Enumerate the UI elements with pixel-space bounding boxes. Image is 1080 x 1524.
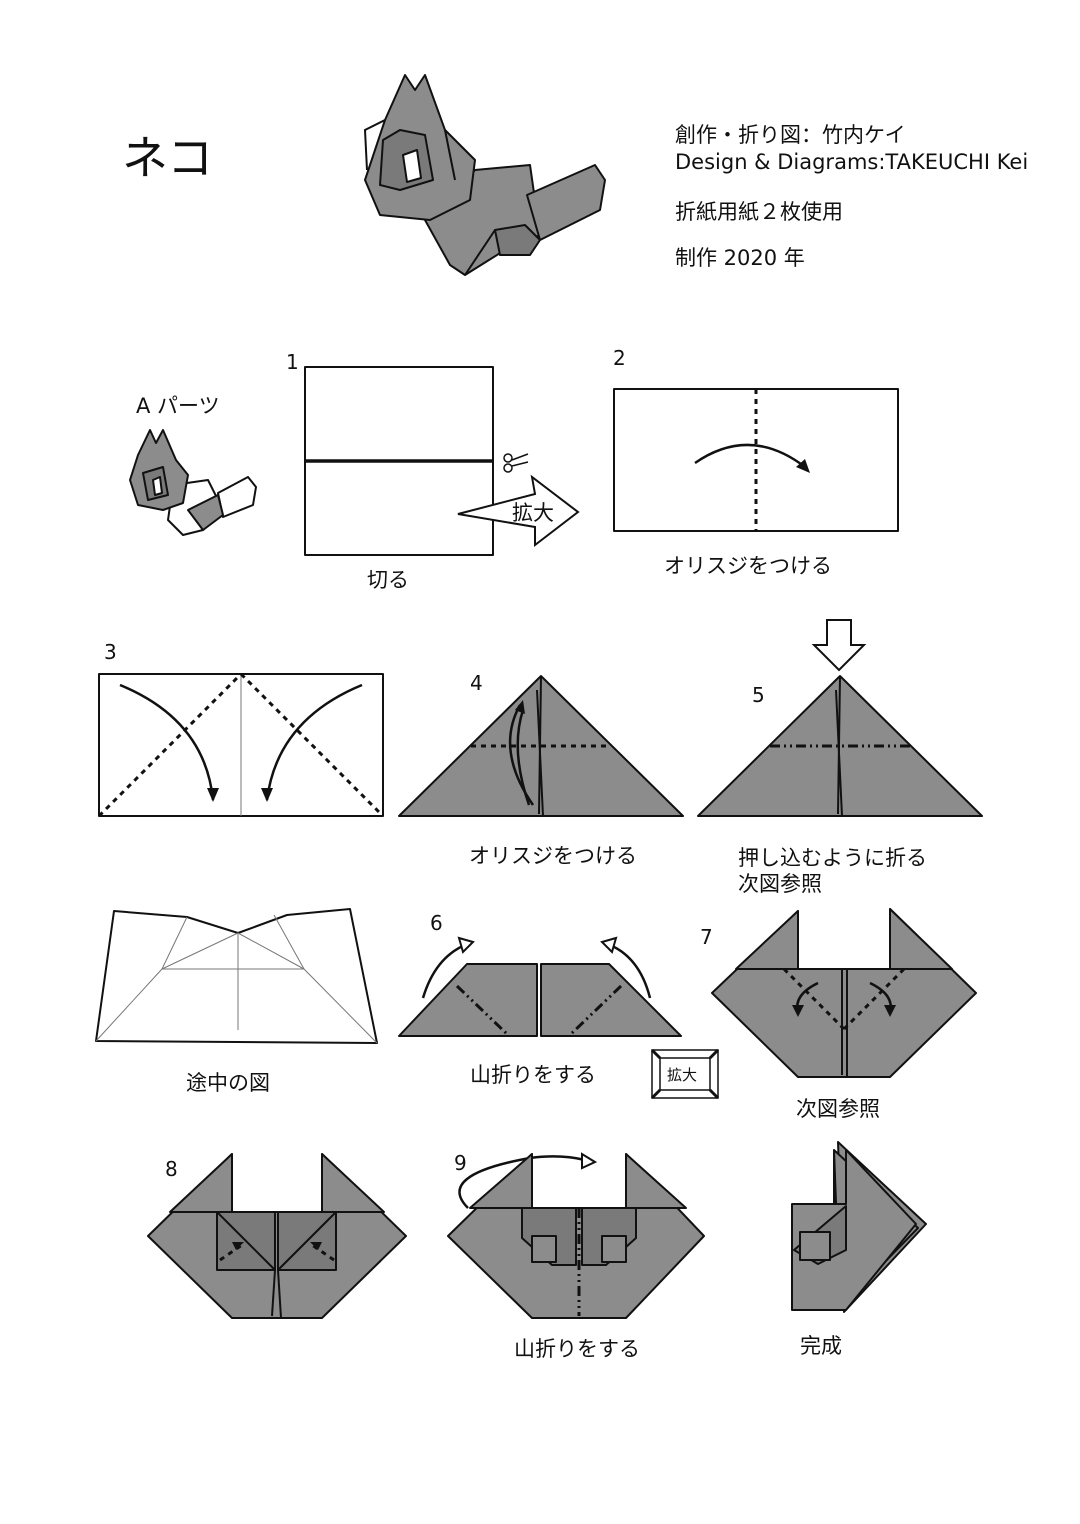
step-2-caption: オリスジをつける [664,554,832,578]
step-5-figure [697,619,983,817]
step-1-figure [304,366,580,556]
part-a-figure [129,429,257,536]
step-3-number: 3 [104,640,117,664]
step-5-caption: 押し込むように折る [738,846,927,870]
step-1-zoom-label: 拡大 [512,501,554,525]
step-8-figure [147,1153,407,1319]
step-4-figure [398,675,684,817]
step-2-number: 2 [613,346,626,370]
step-3-figure [97,672,385,818]
scissors-icon [503,453,529,473]
step-7-figure [711,908,977,1078]
zoom-arrow-icon [457,474,580,548]
step-1-caption: 切る [367,568,409,592]
step-7-caption: 次図参照 [796,1097,880,1121]
step-8-number: 8 [165,1157,178,1181]
in-progress-caption: 途中の図 [186,1071,270,1095]
step-4-caption: オリスジをつける [469,844,637,868]
step-6-caption: 山折りをする [470,1063,596,1087]
step-2-figure [613,388,899,532]
in-progress-figure [95,908,378,1044]
zoom-box-icon [650,1048,720,1100]
page-title: ネコ [122,131,214,185]
step-7-number: 7 [700,925,713,949]
year-note: 制作 2020 年 [675,246,805,270]
step-9-number: 9 [454,1151,467,1175]
credit-jp: 創作・折り図：竹内ケイ [675,123,906,147]
completed-figure [791,1141,927,1313]
step-9-caption: 山折りをする [514,1337,640,1361]
push-arrow-icon [811,619,867,672]
step-5-caption-2: 次図参照 [738,872,822,896]
step-4-number: 4 [470,671,483,695]
credit-en: Design & Diagrams:TAKEUCHI Kei [675,150,1029,174]
paper-note: 折紙用紙２枚使用 [675,200,843,224]
completed-caption: 完成 [800,1334,842,1358]
part-a-label: A パーツ [136,394,220,418]
step-6-figure [398,936,682,1037]
step-5-number: 5 [752,683,765,707]
zoom-box-label: 拡大 [667,1066,698,1084]
step-9-figure [447,1152,705,1319]
step-1-number: 1 [286,350,299,374]
step-6-number: 6 [430,911,443,935]
hero-cat-figure [363,74,606,276]
